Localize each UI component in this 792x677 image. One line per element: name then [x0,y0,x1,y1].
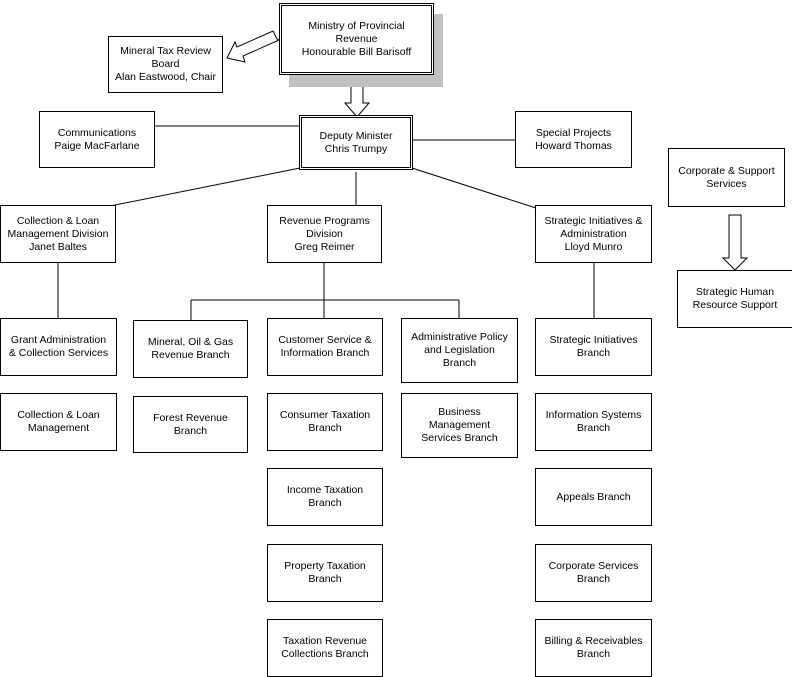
taxation-revenue-collections-box: Taxation Revenue Collections Branch [267,619,383,677]
taxation-revenue-collections-line2: Collections Branch [281,648,369,660]
arrow-to-strategic-hr [721,214,749,271]
income-taxation-line2: Branch [308,497,342,509]
mineral-oil-gas-line1: Mineral, Oil & Gas [147,336,234,348]
ministry-line1: Ministry of Provincial [308,19,405,32]
special-projects-line2: Howard Thomas [535,139,612,152]
forest-revenue-line2: Branch [173,424,208,437]
special-projects-line1: Special Projects [535,126,612,139]
mineral-tax-board-line2: Board [151,58,180,70]
mineral-tax-board-line1: Mineral Tax Review [120,45,211,57]
property-taxation-box: Property Taxation Branch [267,544,383,602]
mineral-oil-gas-box: Mineral, Oil & Gas Revenue Branch [133,320,248,378]
property-taxation-line2: Branch [308,573,342,585]
income-taxation-line1: Income Taxation [286,484,364,496]
grant-admin-line2: & Collection Services [8,347,109,359]
corporate-support-line2: Services [706,177,747,190]
communications-line2: Paige MacFarlane [54,139,140,152]
consumer-taxation-line1: Consumer Taxation [279,409,371,421]
strategic-initiatives-admin-box: Strategic Initiatives & Administration L… [535,205,652,263]
customer-service-line2: Information Branch [280,347,370,359]
strategic-hr-box: Strategic Human Resource Support [677,270,792,328]
admin-policy-line2: and Legislation [424,344,495,356]
property-taxation-line1: Property Taxation [284,560,366,572]
corporate-support-line1: Corporate & Support [678,164,775,177]
business-mgmt-box: Business Management Services Branch [401,393,518,458]
business-mgmt-line1: Business [438,406,481,418]
information-systems-box: Information Systems Branch [535,393,652,451]
mineral-tax-board-line3: Alan Eastwood, Chair [115,71,216,83]
information-systems-line2: Branch [576,422,611,434]
strategic-initiatives-admin-line1: Strategic Initiatives & [544,214,643,227]
deputy-minister-box: Deputy Minister Chris Trumpy [299,115,413,170]
admin-policy-line1: Administrative Policy [411,331,508,343]
forest-revenue-line1: Forest Revenue [153,411,228,424]
strategic-initiatives-admin-line2: Administration [560,227,627,240]
customer-service-line1: Customer Service & [278,334,372,346]
business-mgmt-line3: Services Branch [421,432,498,444]
line-collection-division [109,167,301,207]
revenue-programs-division-line3: Greg Reimer [294,240,355,253]
communications-box: Communications Paige MacFarlane [39,111,155,168]
billing-receivables-line1: Billing & Receivables [544,635,643,647]
strategic-initiatives-branch-line1: Strategic Initiatives [549,334,638,346]
deputy-minister-line2: Chris Trumpy [324,142,388,155]
deputy-minister-line1: Deputy Minister [319,129,393,142]
taxation-revenue-collections-line1: Taxation Revenue [282,635,368,647]
mineral-tax-board-box: Mineral Tax Review Board Alan Eastwood, … [108,36,223,93]
collection-loan-division-line3: Janet Baltes [29,240,87,253]
customer-service-box: Customer Service & Information Branch [267,318,383,376]
collection-loan-mgmt-box: Collection & Loan Management [0,393,117,451]
collection-loan-division-box: Collection & Loan Management Division Ja… [0,205,116,263]
consumer-taxation-line2: Branch [308,422,342,434]
billing-receivables-box: Billing & Receivables Branch [535,619,652,677]
forest-revenue-box: Forest Revenue Branch [133,396,248,453]
mineral-oil-gas-line2: Revenue Branch [151,349,230,361]
income-taxation-box: Income Taxation Branch [267,468,383,526]
ministry-box: Ministry of Provincial Revenue Honourabl… [279,3,434,75]
revenue-programs-division-line1: Revenue Programs [279,214,370,227]
strategic-hr-line2: Resource Support [692,299,778,311]
collection-loan-mgmt-line2: Management [27,422,90,434]
strategic-hr-line1: Strategic Human [695,286,775,298]
corporate-services-line2: Branch [576,573,611,585]
communications-line1: Communications [57,126,137,139]
line-strategic-division [411,167,537,209]
ministry-line3: Honourable Bill Barisoff [301,45,412,58]
strategic-initiatives-branch-line2: Branch [576,347,611,359]
arrow-to-mineral-board [226,30,281,63]
appeals-box: Appeals Branch [535,468,652,526]
collection-loan-division-line1: Collection & Loan [16,214,100,227]
corporate-services-line1: Corporate Services [548,560,639,572]
ministry-line2: Revenue [335,32,378,45]
grant-admin-line1: Grant Administration [10,334,107,346]
revenue-programs-division-box: Revenue Programs Division Greg Reimer [267,205,382,263]
billing-receivables-line2: Branch [576,648,611,660]
admin-policy-line3: Branch [442,357,477,369]
grant-admin-box: Grant Administration & Collection Servic… [0,318,117,376]
corporate-services-box: Corporate Services Branch [535,544,652,602]
special-projects-box: Special Projects Howard Thomas [515,111,632,168]
strategic-initiatives-branch-box: Strategic Initiatives Branch [535,318,652,376]
strategic-initiatives-admin-line3: Lloyd Munro [564,240,623,253]
collection-loan-division-line2: Management Division [7,227,109,240]
collection-loan-mgmt-line1: Collection & Loan [17,409,100,421]
appeals-line1: Appeals Branch [556,490,631,503]
corporate-support-box: Corporate & Support Services [668,148,785,207]
information-systems-line1: Information Systems [545,409,642,421]
consumer-taxation-box: Consumer Taxation Branch [267,393,383,451]
admin-policy-box: Administrative Policy and Legislation Br… [401,318,518,383]
revenue-programs-division-line2: Division [306,227,343,240]
business-mgmt-line2: Management [428,419,491,431]
